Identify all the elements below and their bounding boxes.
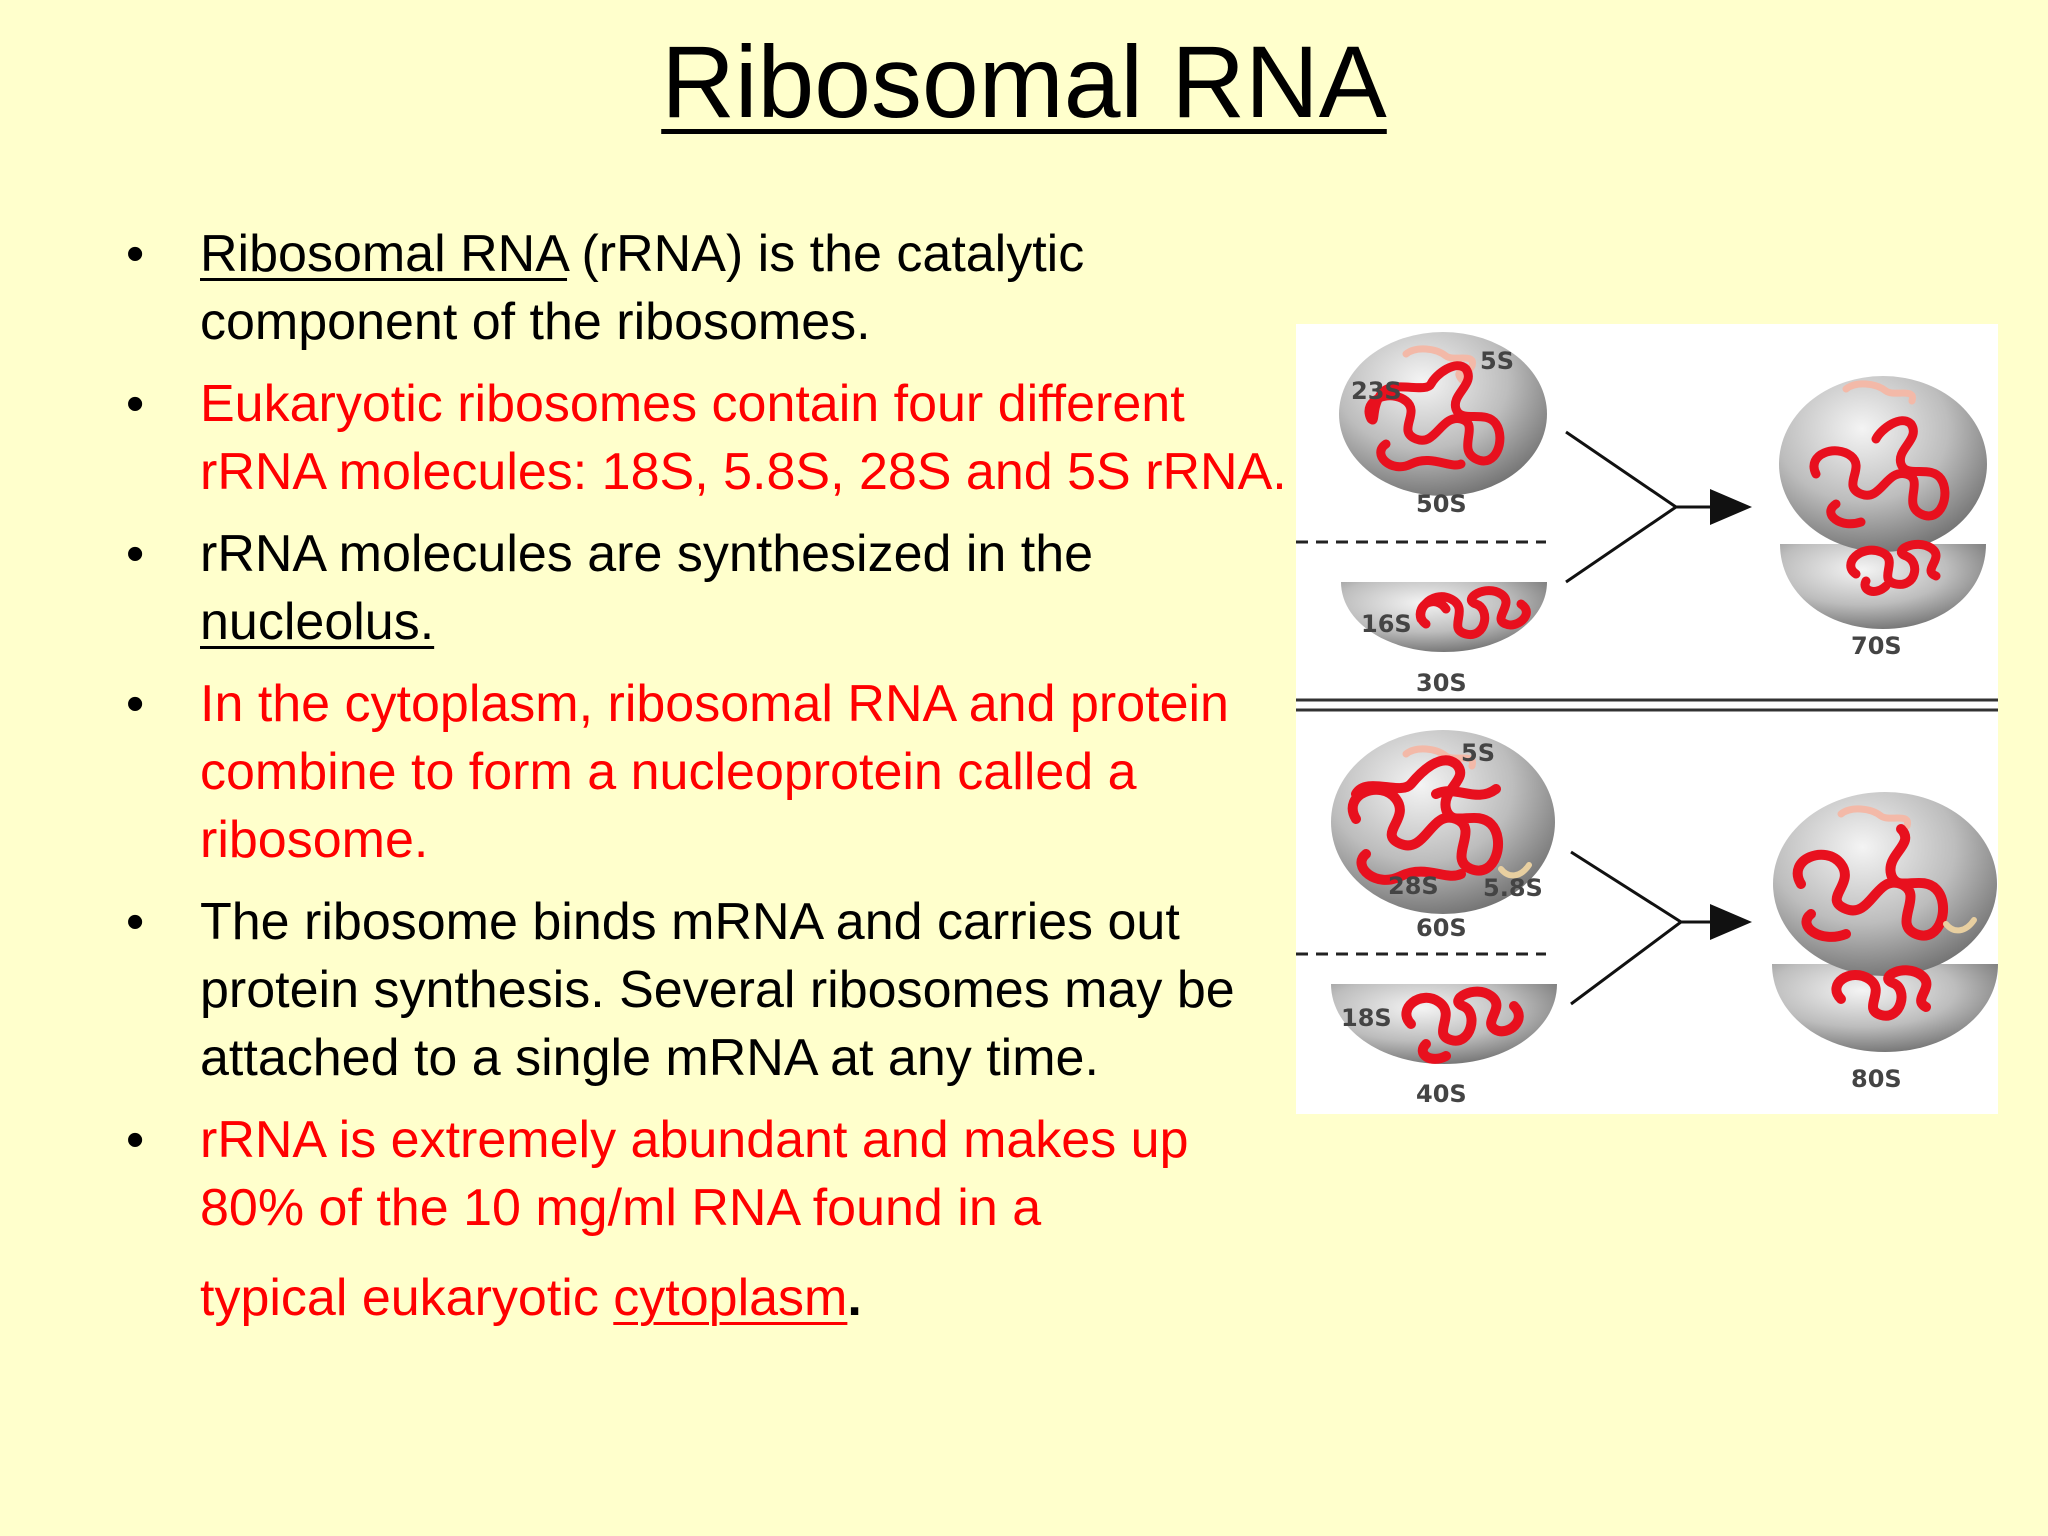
ribosome-diagram: 23S 5S 50S 16S 30S 70S	[1296, 332, 1998, 1108]
bullet-text: In the cytoplasm, ribosomal RNA and prot…	[200, 675, 1229, 869]
label-5s-euk: 5S	[1461, 739, 1495, 767]
bullet-list: Ribosomal RNA (rRNA) is the catalytic co…	[120, 220, 1290, 1346]
label-28s: 28S	[1388, 872, 1439, 900]
label-40s: 40S	[1416, 1080, 1467, 1108]
bullet-text: Eukaryotic ribosomes contain four differ…	[200, 375, 1287, 501]
large-subunit-50s: 23S 5S 50S	[1339, 332, 1547, 518]
assembled-5-8s-strand	[1943, 917, 1977, 934]
small-subunit-40s: 18S 40S	[1331, 984, 1557, 1108]
label-23s: 23S	[1351, 377, 1402, 405]
label-16s: 16S	[1361, 610, 1412, 638]
label-80s: 80S	[1851, 1065, 1902, 1093]
bullet-item-four-rrna: Eukaryotic ribosomes contain four differ…	[120, 370, 1290, 506]
bullet-item-abundance: rRNA is extremely abundant and makes up …	[120, 1106, 1290, 1332]
rrna-18s-strand	[1401, 986, 1524, 1064]
assembled-large-strand	[1809, 416, 1950, 529]
rrna-16s-strand	[1415, 586, 1531, 639]
label-30s: 30S	[1416, 669, 1467, 697]
large-subunit-60s: 5S 28S 5.8S 60S	[1331, 730, 1555, 942]
bullet-text: The ribosome binds mRNA and carries out …	[200, 893, 1235, 1087]
assembled-5s-strand	[1842, 380, 1916, 405]
rrna-5s-strand	[1402, 345, 1476, 384]
label-5-8s: 5.8S	[1483, 874, 1543, 902]
assembled-70s: 70S	[1779, 376, 1987, 660]
bullet-item-nucleolus: rRNA molecules are synthesized in the nu…	[120, 520, 1290, 656]
ribosome-figure: 23S 5S 50S 16S 30S 70S	[1296, 324, 1998, 1114]
ribosomal-rna-link[interactable]: Ribosomal RNA	[200, 225, 568, 283]
period: .	[847, 1269, 862, 1327]
bullet-text: rRNA molecules are synthesized in the	[200, 525, 1094, 583]
bullet-text-2: typical eukaryotic	[200, 1269, 614, 1327]
assembled-small-part	[1772, 964, 1998, 1052]
bullet-item-rrna-definition: Ribosomal RNA (rRNA) is the catalytic co…	[120, 220, 1290, 356]
prokaryotic-panel: 23S 5S 50S 16S 30S 70S	[1296, 332, 1987, 697]
label-70s: 70S	[1851, 632, 1902, 660]
rrna-28s-strand	[1347, 755, 1504, 885]
rrna-5-8s-strand	[1498, 862, 1532, 879]
assembled-5s-strand	[1837, 805, 1911, 830]
rrna-23s-strand	[1364, 361, 1505, 472]
assembled-large-strand	[1792, 824, 1949, 942]
label-5s: 5S	[1480, 347, 1514, 375]
subunit-sphere	[1341, 582, 1547, 652]
cytoplasm-link[interactable]: cytoplasm	[613, 1269, 848, 1327]
label-18s: 18S	[1341, 1004, 1392, 1032]
bullet-item-cytoplasm-combine: In the cytoplasm, ribosomal RNA and prot…	[120, 670, 1290, 874]
assembled-small-strand	[1846, 539, 1941, 596]
nucleolus-link[interactable]: nucleolus.	[200, 593, 435, 651]
bullet-item-protein-synthesis: The ribosome binds mRNA and carries out …	[120, 888, 1290, 1092]
eukaryotic-panel: 5S 28S 5.8S 60S 18S 40S	[1296, 730, 1998, 1108]
label-60s: 60S	[1416, 914, 1467, 942]
merge-lines	[1565, 430, 1679, 584]
assembled-80s: 80S	[1772, 792, 1998, 1093]
merge-lines	[1570, 850, 1684, 1006]
label-50s: 50S	[1416, 490, 1467, 518]
bullet-last-line: typical eukaryotic cytoplasm.	[200, 1264, 1290, 1332]
slide-title: Ribosomal RNA	[0, 22, 2048, 142]
title-text: Ribosomal RNA	[661, 25, 1387, 139]
bullet-text: rRNA is extremely abundant and makes up …	[200, 1111, 1189, 1237]
assembled-small-strand	[1831, 965, 1932, 1021]
bullet-text: (rRNA) is the catalytic component of the…	[200, 225, 1085, 351]
small-subunit-30s: 16S 30S	[1341, 582, 1547, 697]
